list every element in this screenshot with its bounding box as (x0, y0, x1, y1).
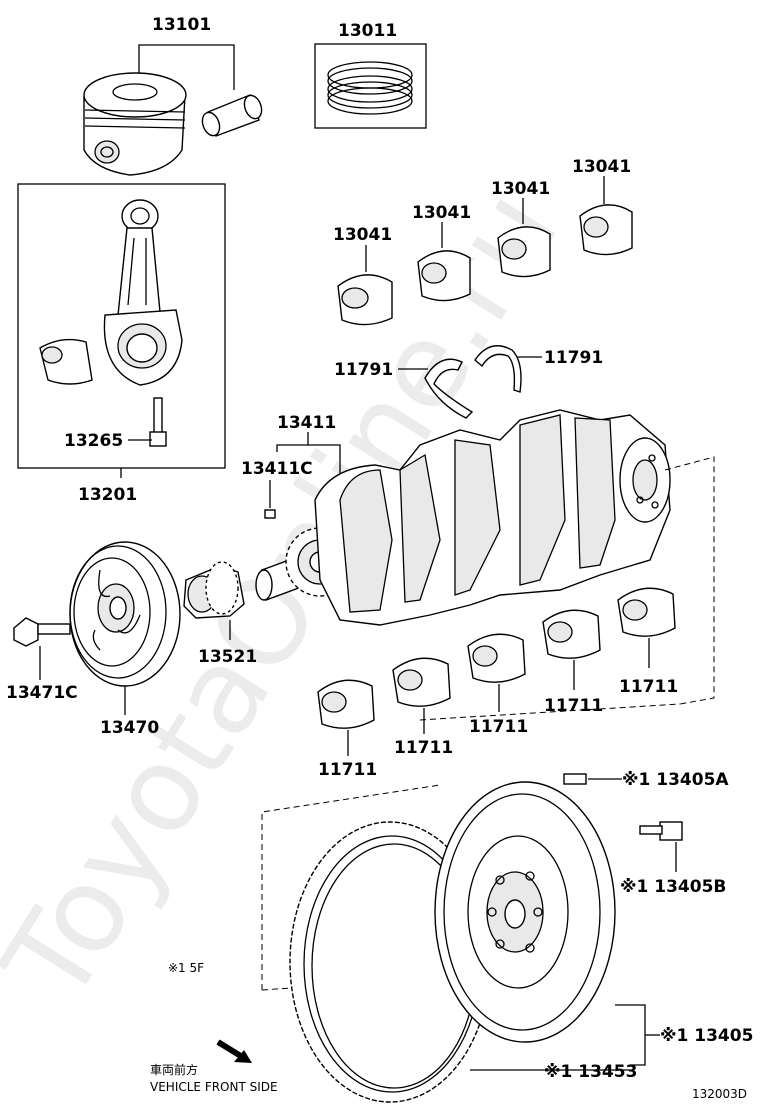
conrod-bearing-2[interactable] (417, 222, 471, 302)
label-11711-1[interactable]: 11711 (318, 760, 377, 780)
conrod-assembly[interactable] (17, 183, 226, 478)
thrust-washer-left[interactable] (398, 358, 474, 419)
conrod-bearing-3[interactable] (497, 198, 551, 278)
piston-ring-set[interactable] (314, 43, 427, 129)
label-13453[interactable]: ※1 13453 (544, 1062, 637, 1082)
crank-key[interactable] (264, 509, 276, 519)
label-13041-3[interactable]: 13041 (491, 179, 550, 199)
label-13265[interactable]: 13265 (64, 431, 123, 451)
label-13405b[interactable]: ※1 13405B (620, 877, 726, 897)
label-13011[interactable]: 13011 (338, 21, 397, 41)
piston-assembly[interactable] (83, 44, 265, 176)
label-13411[interactable]: 13411 (277, 413, 336, 433)
front-label-en: VEHICLE FRONT SIDE (150, 1080, 278, 1094)
arrow-down-right-icon (216, 1039, 252, 1063)
main-bearing-5[interactable] (617, 587, 676, 668)
conrod-bearing-1[interactable] (337, 245, 393, 326)
label-13041-2[interactable]: 13041 (412, 203, 471, 223)
thrust-washer-right[interactable] (474, 345, 542, 393)
flywheel-pin[interactable] (563, 773, 622, 785)
label-11791-left[interactable]: 11791 (334, 360, 393, 380)
main-bearing-4[interactable] (542, 609, 601, 690)
main-bearing-3[interactable] (467, 633, 526, 712)
crankshaft-pulley[interactable] (69, 541, 181, 715)
label-13041-4[interactable]: 13041 (572, 157, 631, 177)
conrod-bearing-4[interactable] (579, 176, 633, 256)
label-13041-1[interactable]: 13041 (333, 225, 392, 245)
flywheel-bolt[interactable] (639, 821, 683, 872)
label-13201[interactable]: 13201 (78, 485, 137, 505)
label-13471c[interactable]: 13471C (6, 683, 78, 703)
label-11711-4[interactable]: 11711 (544, 696, 603, 716)
label-13405[interactable]: ※1 13405 (660, 1026, 753, 1046)
flywheel[interactable] (434, 781, 616, 1043)
label-11711-2[interactable]: 11711 (394, 738, 453, 758)
label-13405a[interactable]: ※1 13405A (622, 770, 729, 790)
variant-note: ※1 5F (168, 961, 204, 975)
main-bearing-2[interactable] (392, 657, 451, 734)
front-label-jp: 車両前方 (150, 1062, 198, 1077)
timing-sprocket[interactable] (183, 561, 245, 640)
label-11711-3[interactable]: 11711 (469, 717, 528, 737)
label-11791-right[interactable]: 11791 (544, 348, 603, 368)
label-13470[interactable]: 13470 (100, 718, 159, 738)
main-bearing-1[interactable] (317, 679, 375, 756)
pulley-bolt[interactable] (13, 617, 71, 680)
label-13521[interactable]: 13521 (198, 647, 257, 667)
label-13411c[interactable]: 13411C (241, 459, 313, 479)
label-11711-5[interactable]: 11711 (619, 677, 678, 697)
label-13101[interactable]: 13101 (152, 15, 211, 35)
crankshaft[interactable] (255, 409, 671, 626)
diagram-code: 132003D (692, 1087, 747, 1101)
